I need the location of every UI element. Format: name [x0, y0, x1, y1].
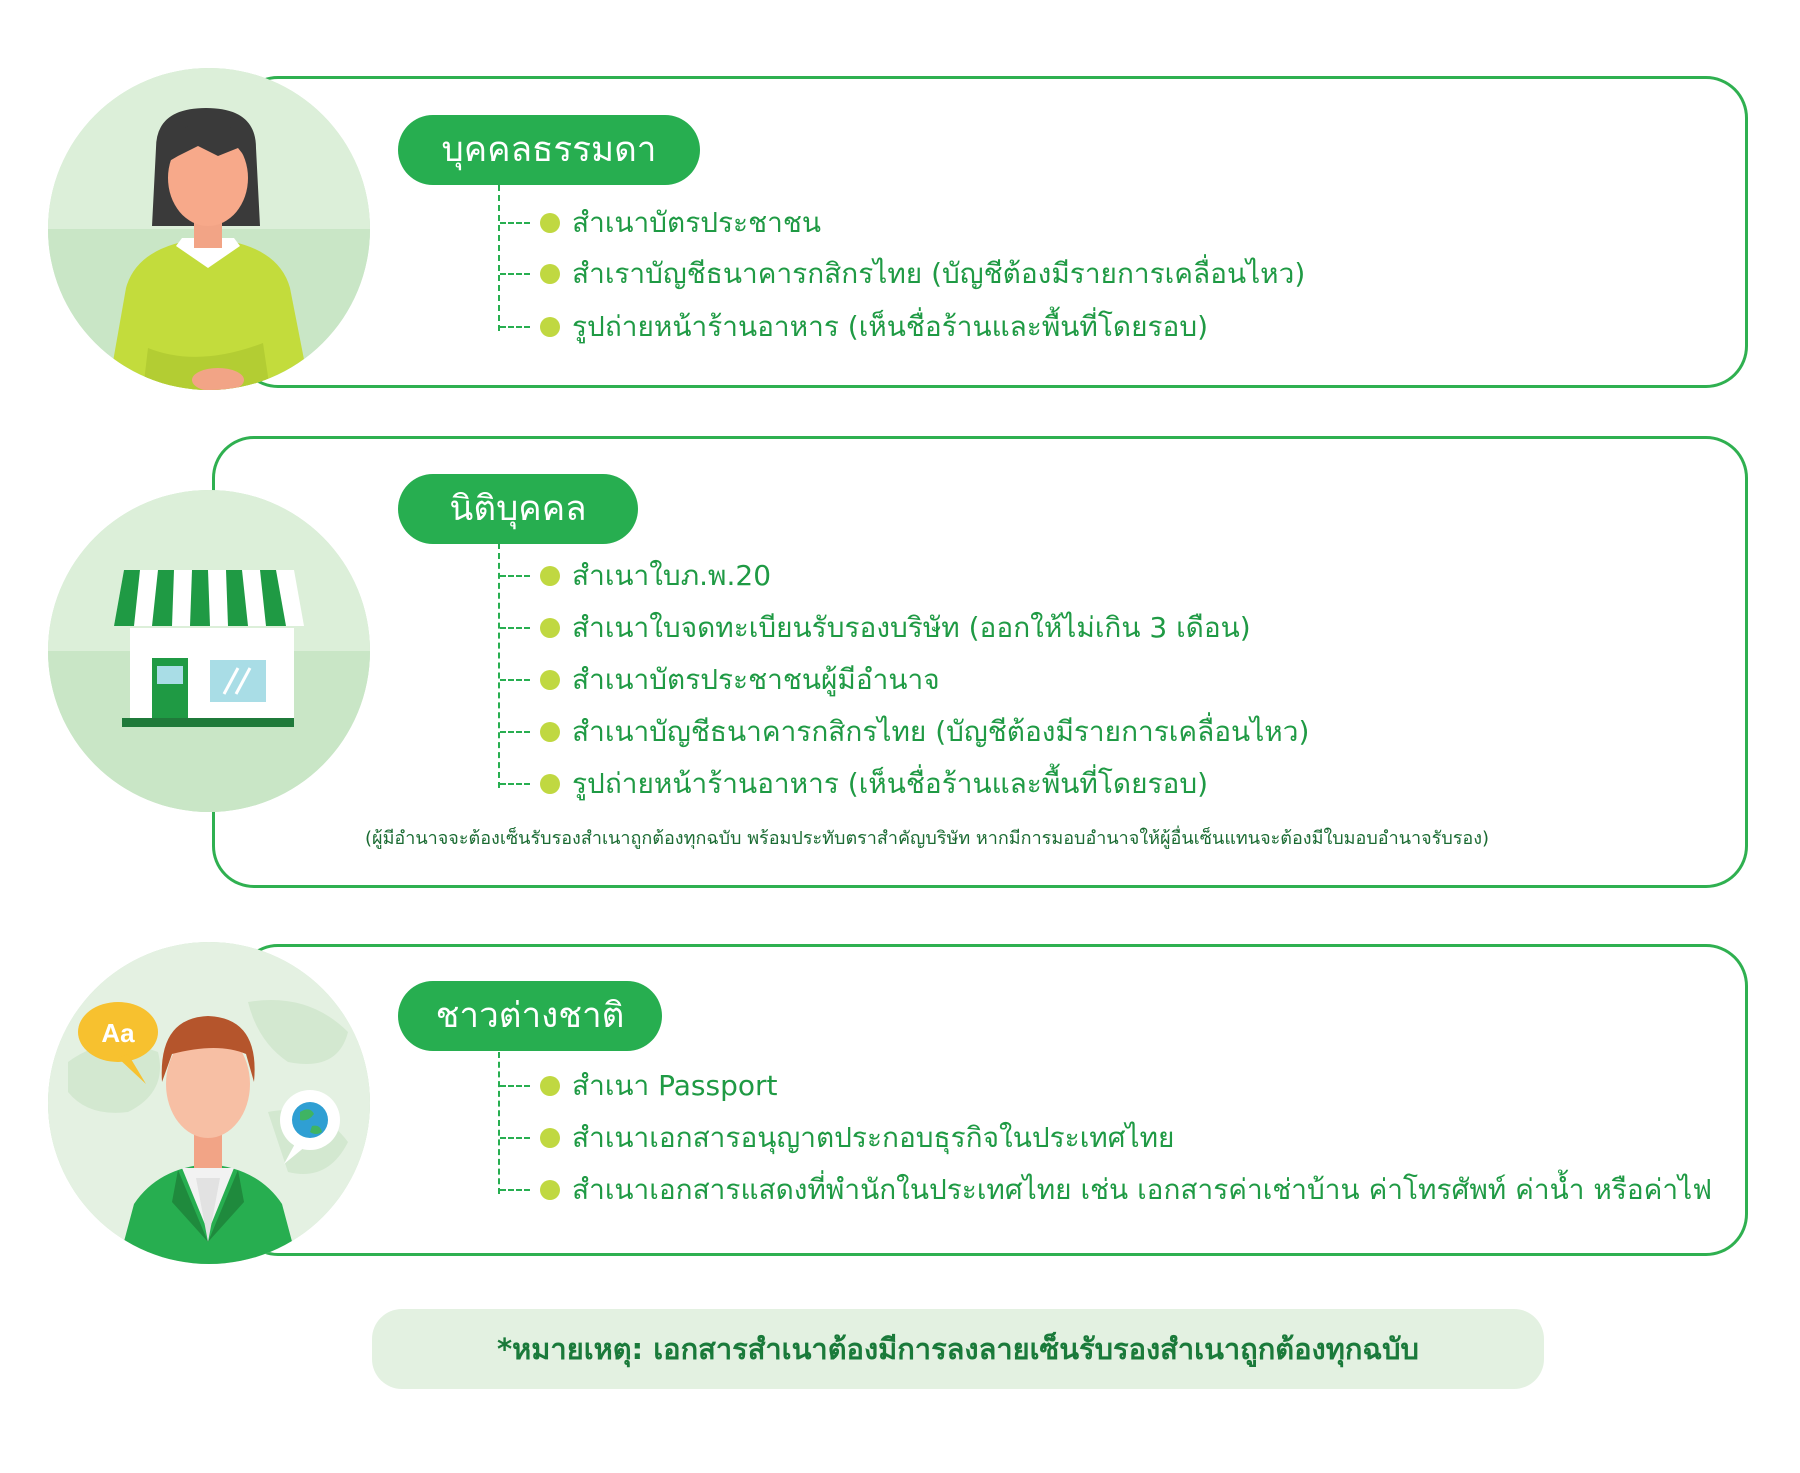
connector-dash — [500, 679, 530, 681]
tree-line: สำเนาบัตรประชาชน สำเราบัญชีธนาคารกสิกรไท… — [498, 185, 1305, 343]
connector-dash — [500, 1189, 530, 1191]
bullet-icon — [540, 1180, 560, 1200]
bullet-icon — [540, 213, 560, 233]
connector-dash — [500, 1137, 530, 1139]
connector-dash — [500, 326, 530, 328]
juristic-note: (ผู้มีอำนาจจะต้องเซ็นรับรองสำเนาถูกต้องท… — [365, 828, 1490, 849]
section-title-individual: บุคคลธรรมดา — [398, 115, 700, 185]
connector-dash — [500, 222, 530, 224]
connector-dash — [500, 731, 530, 733]
bullet-icon — [540, 1076, 560, 1096]
bullet-icon — [540, 1128, 560, 1148]
bullet-icon — [540, 566, 560, 586]
storefront-icon — [48, 490, 370, 812]
connector-dash — [500, 575, 530, 577]
connector-dash — [500, 783, 530, 785]
bullet-icon — [540, 618, 560, 638]
connector-dash — [500, 627, 530, 629]
bullet-icon — [540, 264, 560, 284]
woman-person-icon — [48, 68, 370, 390]
footer-note: *หมายเหตุ: เอกสารสำเนาต้องมีการลงลายเซ็น… — [372, 1309, 1544, 1389]
foreigner-person-icon: Aa — [48, 942, 370, 1264]
bullet-icon — [540, 317, 560, 337]
tree-line: สำเนาใบภ.พ.20 สำเนาใบจดทะเบียนรับรองบริษ… — [498, 543, 1309, 800]
bullet-icon — [540, 722, 560, 742]
bullet-icon — [540, 774, 560, 794]
connector-dash — [500, 273, 530, 275]
bullet-icon — [540, 670, 560, 690]
connector-dash — [500, 1085, 530, 1087]
tree-line: สำเนา Passport สำเนาเอกสารอนุญาตประกอบธุ… — [498, 1052, 1712, 1206]
section-title-foreigner: ชาวต่างชาติ — [398, 981, 662, 1051]
speech-bubble-label: Aa — [101, 1018, 135, 1048]
section-title-juristic: นิติบุคคล — [398, 474, 638, 544]
